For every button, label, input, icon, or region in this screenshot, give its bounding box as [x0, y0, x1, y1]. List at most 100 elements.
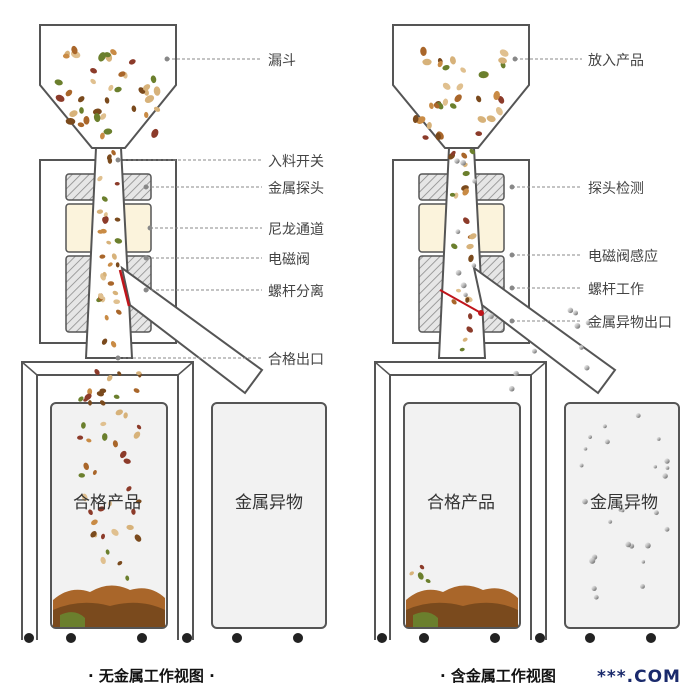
- metal-particle: [471, 263, 477, 268]
- left-chute: [120, 265, 264, 395]
- right-valve-pivot: [478, 310, 484, 316]
- metal-particle: [635, 413, 641, 419]
- nut-particle: [477, 116, 487, 123]
- nut-particle: [98, 52, 106, 62]
- nut-particle: [78, 96, 85, 103]
- nut-particle: [150, 75, 157, 84]
- nut-particle: [90, 68, 98, 74]
- right-valve-flap: [439, 289, 482, 314]
- nut-particle: [151, 128, 159, 138]
- nut-particle: [100, 556, 106, 565]
- metal-particle: [653, 464, 658, 469]
- nut-particle: [498, 57, 507, 64]
- metal-particle: [625, 541, 632, 548]
- nut-particle: [475, 131, 483, 137]
- right-machine: [374, 24, 680, 643]
- nut-particle: [136, 424, 142, 430]
- nut-particle: [462, 188, 469, 196]
- nut-particle: [97, 175, 103, 182]
- metal-particle: [488, 313, 494, 319]
- nut-particle: [495, 106, 503, 116]
- left-valve-flap: [118, 269, 131, 307]
- nut-particle: [104, 97, 110, 104]
- right-leader-lines: [509, 56, 582, 324]
- metal-particle: [656, 436, 661, 441]
- nut-particle: [463, 217, 470, 225]
- metal-particle: [620, 508, 625, 513]
- nut-particle: [100, 113, 107, 120]
- nut-particle: [106, 374, 113, 382]
- metal-particle: [584, 365, 590, 371]
- label-hopper: 漏斗: [268, 53, 296, 69]
- nut-particle: [114, 217, 121, 222]
- nut-particle: [88, 509, 93, 516]
- nut-particle: [97, 229, 104, 234]
- nut-particle: [107, 157, 113, 164]
- nut-particle: [102, 433, 108, 441]
- nut-particle: [100, 132, 105, 140]
- label-put-product: 放入产品: [588, 53, 644, 69]
- nut-particle: [101, 533, 106, 540]
- nut-particle: [112, 290, 119, 296]
- left-wheels: [24, 633, 303, 643]
- metal-particle: [460, 282, 467, 289]
- nut-particle: [108, 500, 113, 507]
- nut-particle: [123, 412, 128, 419]
- metal-particle: [639, 583, 645, 589]
- nut-particle: [131, 508, 136, 515]
- left-inner-frame: [36, 374, 179, 640]
- metal-particle: [574, 322, 581, 329]
- nut-particle: [90, 531, 97, 538]
- nut-particle: [412, 115, 419, 123]
- nut-particle: [123, 458, 131, 464]
- metal-particle: [585, 320, 591, 326]
- nut-particle: [110, 341, 117, 348]
- right-good-bin-label: 合格产品: [427, 493, 495, 513]
- nut-particle: [459, 347, 465, 352]
- nut-particle: [108, 84, 114, 91]
- nut-particle: [92, 469, 97, 475]
- nut-particle: [461, 152, 468, 159]
- nut-particle: [105, 549, 110, 555]
- right-wheels: [377, 633, 656, 643]
- metal-particle: [602, 424, 607, 429]
- nut-particle: [111, 528, 119, 536]
- nut-particle: [77, 435, 84, 440]
- left-outer-frame: [21, 361, 194, 640]
- nut-particle: [143, 84, 151, 91]
- right-outer-frame: [374, 361, 547, 640]
- metal-particle: [579, 463, 584, 468]
- nut-particle: [101, 338, 108, 345]
- nut-particle: [422, 58, 432, 66]
- label-qualified-outlet: 合格出口: [268, 352, 324, 368]
- nut-particle: [135, 499, 142, 504]
- nut-particle: [115, 309, 122, 315]
- nut-particle: [450, 150, 456, 156]
- nut-particle: [78, 396, 84, 402]
- metal-particle: [664, 526, 670, 532]
- nut-particle: [115, 409, 123, 416]
- nut-particle: [486, 115, 496, 123]
- metal-particle: [508, 385, 515, 392]
- metal-particle: [455, 229, 461, 235]
- label-feed-switch: 入料开关: [268, 154, 324, 170]
- metal-particle: [589, 557, 596, 564]
- nut-particle: [111, 253, 117, 260]
- nut-particle: [469, 233, 477, 240]
- nut-particle: [133, 431, 141, 439]
- metal-particle: [582, 498, 588, 505]
- right-caption: · 含金属工作视图: [440, 667, 556, 685]
- nut-particle: [435, 132, 441, 141]
- metal-particle: [579, 345, 584, 350]
- nut-particle: [442, 98, 449, 106]
- nut-particle: [136, 371, 142, 375]
- nut-particle: [128, 59, 136, 65]
- nut-particle: [468, 313, 473, 320]
- nut-particle: [114, 238, 123, 244]
- nut-particle: [466, 243, 474, 250]
- nut-particle: [98, 293, 104, 300]
- label-metal-outlet: 金属异物出口: [588, 315, 672, 331]
- right-reject-bin: [564, 402, 680, 629]
- nut-particle: [442, 64, 450, 71]
- nut-particle: [55, 94, 65, 102]
